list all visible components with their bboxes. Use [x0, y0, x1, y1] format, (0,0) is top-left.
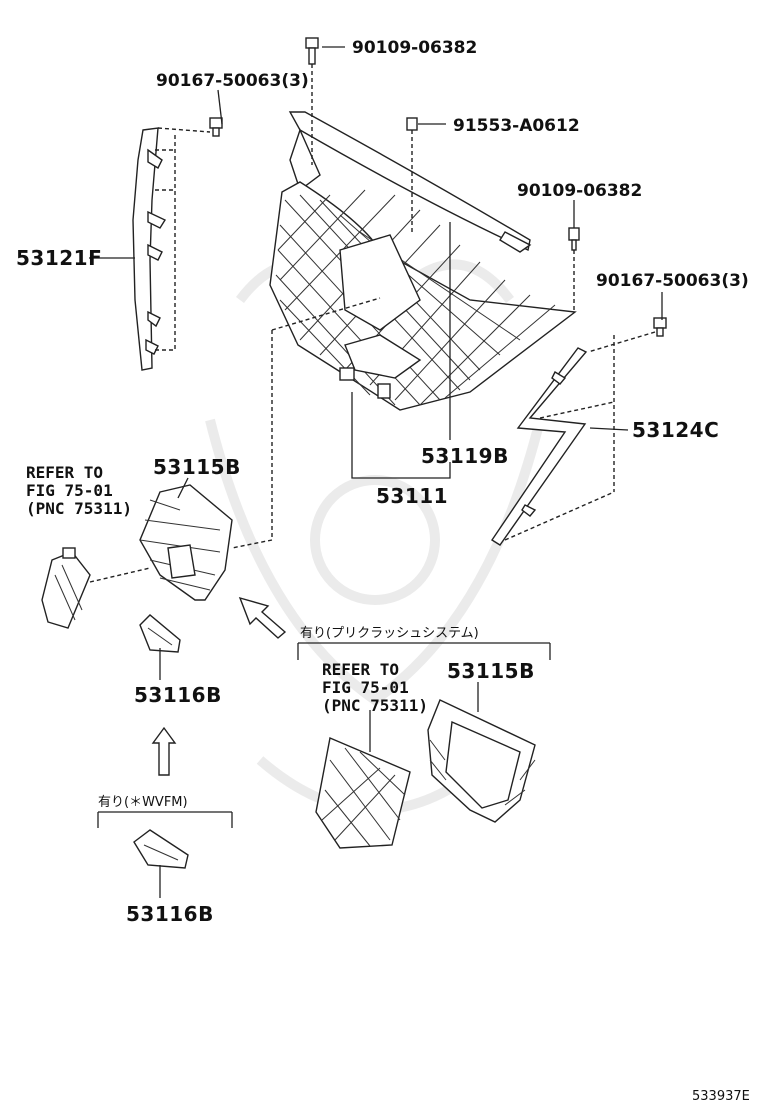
assembly-arrows	[151, 596, 287, 776]
note-pre-crash: 有り(プリクラッシュシステム)	[300, 626, 479, 641]
label-bracket-upper: 53115B	[153, 455, 241, 479]
label-molding-right: 53124C	[632, 418, 719, 442]
reference-upper-line3: (PNC 75311)	[26, 499, 132, 518]
leader-lines	[89, 46, 663, 898]
label-grille-sub: 53119B	[421, 444, 509, 468]
grille-assembly-drawing	[269, 111, 577, 411]
reference-lower-line3: (PNC 75311)	[322, 696, 428, 715]
reference-lower-line2: FIG 75-01	[322, 678, 409, 697]
option-notes: 有り(プリクラッシュシステム) 有り(＊WVFM)	[98, 626, 479, 810]
molding-left-drawing	[132, 127, 167, 371]
reference-upper: REFER TO FIG 75-01 (PNC 75311)	[26, 463, 132, 518]
label-molding-left: 53121F	[16, 246, 102, 270]
molding-right-drawing	[491, 347, 588, 546]
label-bolt-right: 90109-06382	[517, 181, 642, 201]
reference-upper-line1: REFER TO	[26, 463, 103, 482]
cover-mid-drawing	[139, 614, 181, 653]
part-labels: 90109-06382 90167-50063(3) 91553-A0612 9…	[16, 38, 750, 1104]
label-diagram-code: 533937E	[692, 1089, 750, 1104]
label-bolt-top: 90109-06382	[352, 38, 477, 58]
label-clip-left: 90167-50063(3)	[156, 71, 309, 91]
cover-bottom-drawing	[133, 829, 189, 869]
label-bracket-lower: 53115B	[447, 659, 535, 683]
bracket-upper-drawing	[41, 484, 233, 629]
label-nut-center: 91553-A0612	[453, 116, 580, 136]
label-grille-assy: 53111	[376, 484, 448, 508]
label-cover-bottom: 53116B	[126, 902, 214, 926]
reference-lower: REFER TO FIG 75-01 (PNC 75311)	[322, 660, 428, 715]
note-wvfm: 有り(＊WVFM)	[98, 795, 188, 810]
lower-option-drawing	[315, 699, 536, 849]
reference-upper-line2: FIG 75-01	[26, 481, 113, 500]
reference-lower-line1: REFER TO	[322, 660, 399, 679]
label-cover-mid: 53116B	[134, 683, 222, 707]
label-clip-right: 90167-50063(3)	[596, 271, 749, 291]
